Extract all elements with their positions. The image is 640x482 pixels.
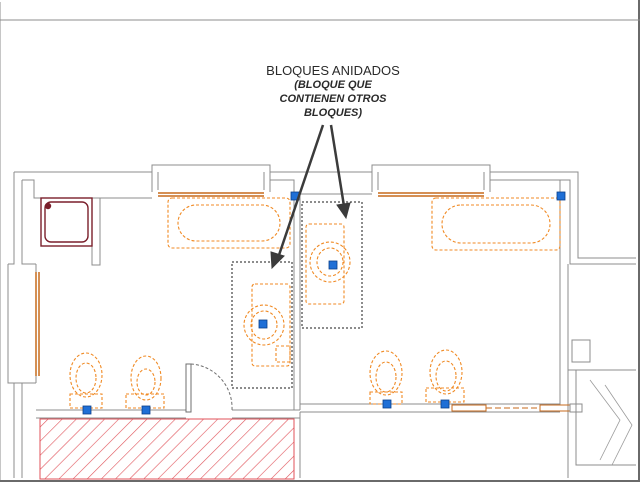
pipe-line <box>451 403 583 413</box>
grip-square-icon <box>141 405 151 415</box>
windows <box>35 192 484 376</box>
corner-detail <box>589 379 633 466</box>
bathtub <box>40 197 93 247</box>
block-annotation: BLOQUES ANIDADOS (BLOQUE QUE CONTIENEN O… <box>250 64 416 120</box>
grip-square-icon <box>382 399 392 409</box>
annotation-subtitle-line: (BLOQUE QUE <box>294 79 372 91</box>
selection-boxes[interactable] <box>231 201 363 389</box>
annotation-subtitle-line: BLOQUES) <box>303 107 363 119</box>
exterior-walls <box>7 164 636 478</box>
furniture-blocks <box>69 197 561 409</box>
grip-square-icon <box>328 260 338 270</box>
annotation-subtitle-line: CONTIENEN OTROS <box>279 93 387 105</box>
grip-square-icon <box>82 405 92 415</box>
hatched-area <box>39 418 295 480</box>
grip-square-icon <box>440 399 450 409</box>
grip-square-icon <box>258 319 268 329</box>
annotation-title: BLOQUES ANIDADOS <box>266 63 400 78</box>
grip-square-icon <box>556 191 566 201</box>
leader-arrow-icon <box>270 124 351 270</box>
grip-points[interactable] <box>82 191 566 415</box>
door <box>185 363 233 413</box>
